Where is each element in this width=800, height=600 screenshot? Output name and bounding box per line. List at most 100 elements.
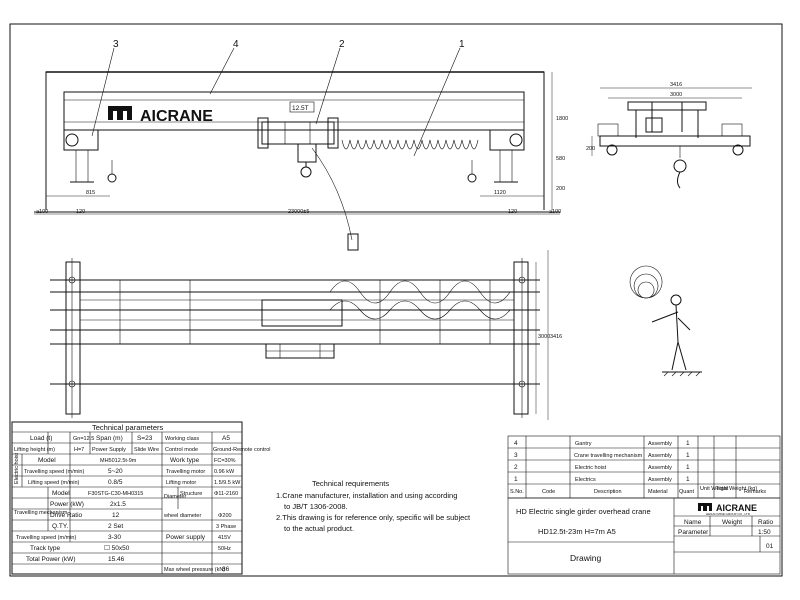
pendant-control <box>347 233 359 251</box>
plan-hoist <box>261 299 343 327</box>
svg-text:Gantry: Gantry <box>575 441 592 447</box>
electric-hoist <box>257 117 339 178</box>
bom-header: S.No. Code Description Material Quant Un… <box>510 486 766 495</box>
svg-text:wheel diameter: wheel diameter <box>163 513 201 519</box>
svg-text:Remarks: Remarks <box>744 489 766 495</box>
dim-left-edge: ≥100 <box>36 209 48 215</box>
bom-row-2: 2 Electric hoist Assembly 1 <box>514 464 690 471</box>
parameter-label: Parameter <box>678 529 709 536</box>
side-view: 3416 3000 200 <box>586 82 752 189</box>
svg-text:MH5012.5t-9m: MH5012.5t-9m <box>100 458 137 464</box>
svg-text:15.46: 15.46 <box>108 556 125 563</box>
svg-text:Span (m): Span (m) <box>96 435 123 442</box>
max-wheel-pressure-label: Max wheel pressure (kN) <box>164 567 225 573</box>
svg-text:S.No.: S.No. <box>510 489 524 495</box>
beam-capacity-label: 12.5T <box>292 105 309 112</box>
svg-text:Diameter: Diameter <box>164 494 186 500</box>
title-block: HD Electric single girder overhead crane… <box>507 497 781 575</box>
dim-height-2: 580 <box>556 156 565 162</box>
svg-text:Slide Wire: Slide Wire <box>134 447 159 453</box>
svg-text:☐ 50x50: ☐ 50x50 <box>104 545 130 552</box>
ratio-label: Ratio <box>758 519 774 526</box>
bom-row-1: 1 Electrics Assembly 1 <box>514 476 690 483</box>
dim-right-edge: ≥100 <box>549 209 561 215</box>
dim-side-wheelbase: 3000 <box>670 92 682 98</box>
svg-text:Lifting motor: Lifting motor <box>166 480 196 486</box>
svg-text:3 Phase: 3 Phase <box>216 524 236 530</box>
electric-hoist-label: Electric hoist <box>14 452 20 484</box>
callout-3: 3 <box>113 39 119 50</box>
tech-params-title: Technical parameters <box>92 423 164 432</box>
drawing-label: Drawing <box>570 553 601 563</box>
requirement-line-3: 2.This drawing is for reference only, sp… <box>276 513 471 522</box>
callout-4: 4 <box>233 39 239 50</box>
dim-height-3: 200 <box>556 186 565 192</box>
svg-text:Power Supply: Power Supply <box>92 447 126 453</box>
svg-text:Quant: Quant <box>679 489 694 495</box>
tech-param-row-5: Lifting speed (m/min) 0.8/5 Lifting moto… <box>28 479 241 486</box>
svg-text:Electric hoist: Electric hoist <box>575 465 607 471</box>
svg-text:Work type: Work type <box>170 457 200 464</box>
svg-text:Travelling motor: Travelling motor <box>166 469 205 475</box>
logo-text: AICRANE <box>140 108 213 125</box>
svg-text:2x1.5: 2x1.5 <box>110 501 126 508</box>
max-wheel-pressure-value: 86 <box>222 566 230 573</box>
svg-text:Lifting speed (m/min): Lifting speed (m/min) <box>28 480 80 486</box>
company-name: HENAN MINE GROUP CO., LTD. <box>706 512 751 516</box>
sheet-border <box>9 23 783 577</box>
bom-row-4: 4 Gantry Assembly 1 <box>514 440 690 447</box>
requirement-line-1: 1.Crane manufacturer, installation and u… <box>276 491 457 500</box>
side-hook-block <box>673 159 687 173</box>
svg-text:Assembly: Assembly <box>648 465 672 471</box>
svg-text:Assembly: Assembly <box>648 477 672 483</box>
svg-text:H=7: H=7 <box>74 447 84 453</box>
dim-left-end: 120 <box>76 209 85 215</box>
title-line-2: HD12.5t-23m H=7m A5 <box>538 527 616 536</box>
svg-text:Model: Model <box>38 457 56 464</box>
dim-side-overall: 3416 <box>670 82 682 88</box>
name-label: Name <box>684 519 702 526</box>
svg-text:Electrics: Electrics <box>575 477 596 483</box>
festoon-cable <box>341 139 479 150</box>
main-girder <box>63 91 525 131</box>
svg-text:Load (t): Load (t) <box>30 435 52 442</box>
svg-text:Track type: Track type <box>30 545 60 552</box>
svg-text:2: 2 <box>514 464 518 471</box>
dim-left-hook: 815 <box>86 190 95 196</box>
dim-plan-inner: 3000 <box>538 334 550 340</box>
right-rows: Structure Diameter Φ11-2160 wheel diamet… <box>163 491 238 552</box>
title-block-logo: AICRANE HENAN MINE GROUP CO., LTD. <box>698 503 757 516</box>
svg-text:Gn=12.5: Gn=12.5 <box>73 436 94 442</box>
svg-text:Crane travelling mechanism: Crane travelling mechanism <box>574 453 643 459</box>
svg-text:1.5/9.5 kW: 1.5/9.5 kW <box>214 480 241 486</box>
svg-text:AICRANE: AICRANE <box>716 503 757 513</box>
mech-rows: Model F30STG-C30-MH0315 Power (kW) 2x1.5… <box>50 490 143 530</box>
svg-text:4: 4 <box>514 440 518 447</box>
svg-text:S=23: S=23 <box>137 435 153 442</box>
plan-cable-wave <box>329 280 511 304</box>
svg-text:Power supply: Power supply <box>166 534 206 541</box>
travelling-mechanism-label: Travelling mechanism <box>14 510 68 516</box>
svg-text:Power (kW): Power (kW) <box>50 501 84 508</box>
svg-text:1: 1 <box>686 440 690 447</box>
svg-text:Q.TY.: Q.TY. <box>52 523 68 530</box>
svg-text:12: 12 <box>112 512 120 519</box>
building-outline <box>45 71 545 210</box>
svg-text:Lifting height (m): Lifting height (m) <box>14 447 55 453</box>
tech-param-row-1: Load (t) Gn=12.5 Span (m) S=23 Working c… <box>30 435 230 442</box>
svg-text:50Hz: 50Hz <box>218 546 231 552</box>
svg-text:1: 1 <box>686 452 690 459</box>
weight-label: Weight <box>722 519 742 526</box>
svg-text:Travelling speed (m/min): Travelling speed (m/min) <box>24 469 84 475</box>
front-view: AICRANE 12.5T <box>34 39 568 251</box>
svg-text:F30STG-C30-MH0315: F30STG-C30-MH0315 <box>88 491 143 497</box>
title-line-1: HD Electric single girder overhead crane <box>516 507 651 516</box>
requirements-title: Technical requirements <box>312 479 389 488</box>
plan-view: 3000 3416 <box>50 250 562 420</box>
svg-text:Total Weight (kg): Total Weight (kg) <box>716 486 757 492</box>
svg-text:Drive Ratio: Drive Ratio <box>50 512 83 519</box>
svg-text:A5: A5 <box>222 435 230 442</box>
svg-text:Travelling speed (m/min): Travelling speed (m/min) <box>16 535 76 541</box>
hook <box>300 166 312 178</box>
